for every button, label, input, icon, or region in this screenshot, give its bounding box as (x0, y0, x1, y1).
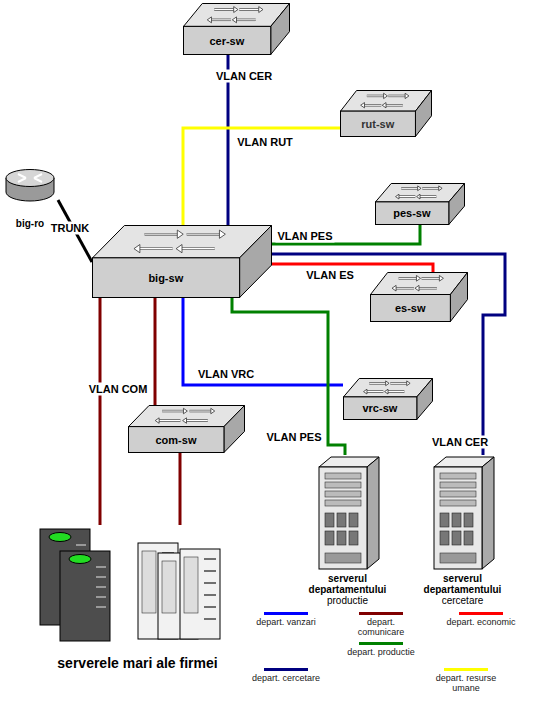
router-shape (4, 168, 56, 204)
group-title: serverele mari ale firmei (53, 655, 223, 671)
legend-item: depart. cercetare (250, 668, 322, 683)
vlan-link (272, 254, 505, 455)
legend-item: depart. vanzari (250, 612, 322, 627)
vlan-label: VLAN ES (304, 269, 356, 282)
legend-text: depart. resurse umane (430, 673, 502, 693)
vlan-label: TRUNK (49, 222, 92, 235)
vlan-link (99, 298, 102, 525)
switch-shape (370, 272, 468, 322)
legend-swatch (459, 612, 503, 615)
server-box: serverul departamentuluicercetare (415, 455, 510, 606)
legend-item: depart. productie (345, 642, 417, 657)
legend-text: depart. comunicare (345, 617, 417, 637)
switch-shape (92, 225, 272, 298)
server-department: cercetare (415, 595, 510, 606)
legend-text: depart. economic (445, 617, 517, 627)
legend-text: depart. cercetare (250, 673, 322, 683)
vlan-link (183, 128, 340, 225)
legend-swatch (359, 612, 403, 615)
switch-label: com-sw (128, 434, 224, 447)
switch-box: vrc-sw (343, 378, 433, 420)
server-department: productie (300, 595, 395, 606)
server-group: serverele mari ale firmei (30, 525, 245, 671)
vlan-link (154, 298, 157, 405)
legend-swatch (264, 668, 308, 671)
switch-box: es-sw (370, 272, 468, 322)
legend-text: depart. vanzari (250, 617, 322, 627)
switch-label: cer-sw (183, 35, 271, 48)
vlan-label: VLAN RUT (235, 136, 295, 149)
vlan-label: VLAN CER (430, 436, 490, 449)
legend-swatch (264, 612, 308, 615)
vlan-link (272, 225, 420, 244)
vlan-label: VLAN PES (264, 431, 323, 444)
big-servers-illustration (30, 525, 245, 653)
switch-box: rut-sw (340, 90, 432, 137)
legend-item: depart. resurse umane (430, 668, 502, 693)
switch-label: vrc-sw (343, 402, 417, 415)
vlan-label: VLAN VRC (196, 368, 256, 381)
legend-item: depart. economic (445, 612, 517, 627)
switch-label: rut-sw (340, 118, 415, 131)
legend-swatch (359, 642, 403, 645)
vlan-label: VLAN COM (87, 383, 150, 396)
legend-swatch (444, 668, 488, 671)
server-tower (315, 455, 381, 571)
vlan-label: VLAN PES (275, 230, 334, 243)
switch-label: pes-sw (375, 207, 449, 220)
legend-text: depart. productie (345, 647, 417, 657)
vlan-label: VLAN CER (214, 70, 274, 83)
legend-item: depart. comunicare (345, 612, 417, 637)
switch-shape (183, 3, 290, 55)
switch-box: big-sw (92, 225, 272, 298)
server-title: serverul departamentului (300, 573, 395, 595)
vlan-link (179, 453, 182, 525)
switch-box: cer-sw (183, 3, 290, 55)
server-title: serverul departamentului (415, 573, 510, 595)
switch-label: es-sw (370, 302, 450, 315)
switch-label: big-sw (92, 272, 240, 285)
server-box: serverul departamentuluiproductie (300, 455, 395, 606)
server-tower (430, 455, 496, 571)
switch-box: com-sw (128, 405, 245, 453)
switch-box: pes-sw (375, 183, 465, 225)
